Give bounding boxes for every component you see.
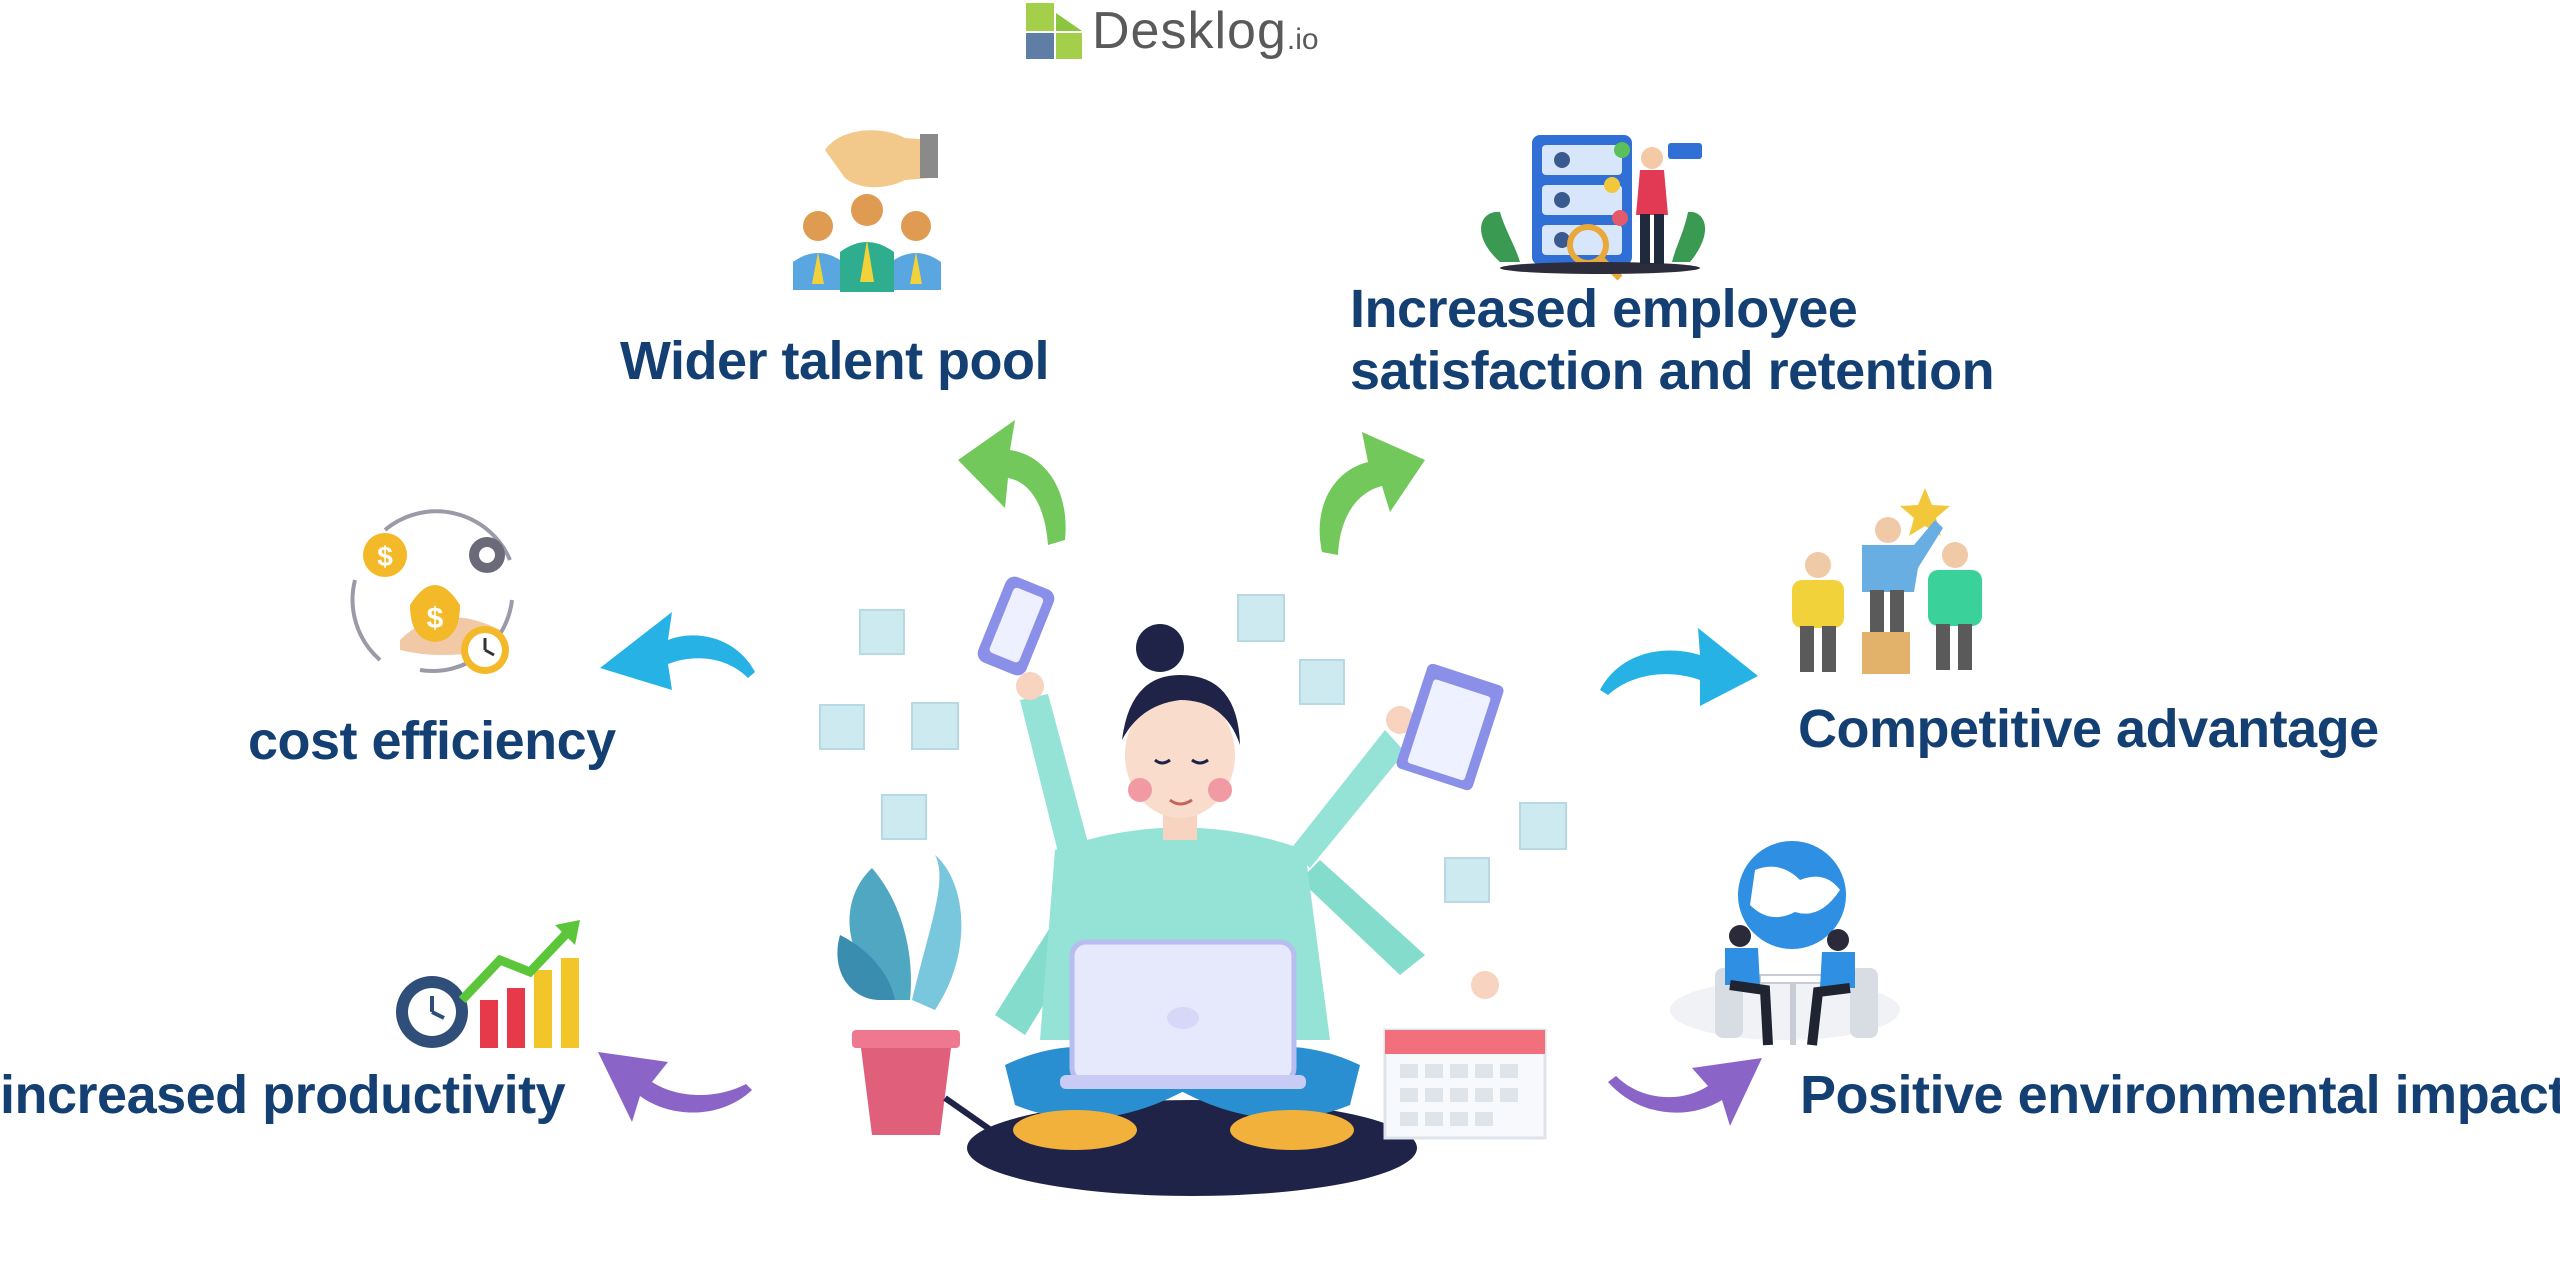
money-cycle-icon: $ $ [350,509,514,674]
growth-chart-icon [396,920,580,1048]
arrow-to-talent-pool [958,420,1066,545]
podium-winner-icon [1792,488,1982,674]
hiring-hand-icon [793,130,941,292]
benefit-environmental-impact: Positive environmental impact [1800,1065,2560,1125]
desklog-logo-icon [1026,3,1082,59]
arrow-to-productivity [598,1052,752,1122]
logo-wordmark: Desklog [1092,2,1287,60]
svg-text:$: $ [377,541,393,572]
multitasking-worker-icon [819,576,1567,1196]
arrow-to-satisfaction [1319,432,1425,555]
benefit-wider-talent-pool: Wider talent pool [620,331,1050,391]
arrow-to-cost-efficiency [600,612,755,690]
desklog-logo[interactable]: Desklog .io [1026,0,1319,62]
logo-suffix: .io [1286,23,1319,56]
svg-text:$: $ [427,602,444,635]
benefit-employee-satisfaction: Increased employee satisfaction and rete… [1350,279,1995,401]
benefit-competitive-advantage: Competitive advantage [1798,699,2379,759]
arrow-to-competitive-advantage [1600,628,1758,706]
benefit-cost-efficiency: cost efficiency [248,711,616,771]
benefit-increased-productivity: increased productivity [0,1065,566,1125]
employee-reviews-icon [1481,135,1706,281]
arrow-to-environment [1608,1058,1762,1126]
globe-meeting-icon [1670,841,1900,1046]
